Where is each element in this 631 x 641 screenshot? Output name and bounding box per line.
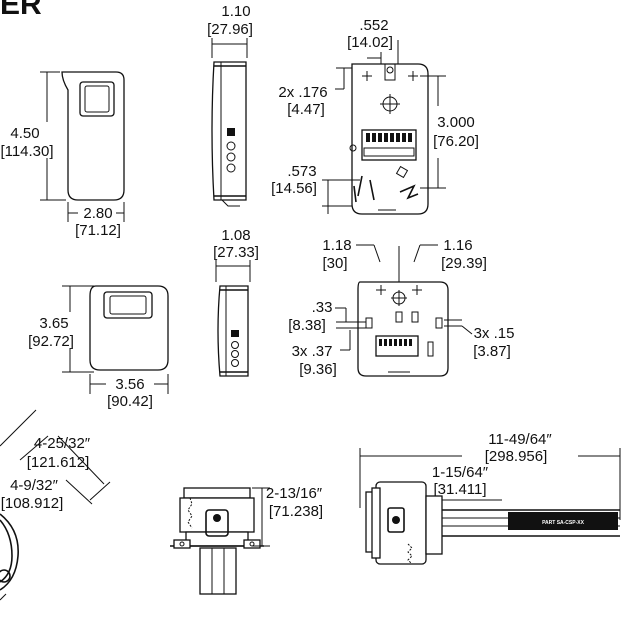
front-large-height-mm: [114.30]	[0, 143, 53, 160]
front-small-height-mm: [92.72]	[28, 333, 74, 350]
probe-length-mm: [298.956]	[485, 448, 548, 465]
front-small-width-mm: [90.42]	[107, 393, 153, 410]
side-large-depth-in: 1.10	[221, 3, 250, 20]
side-large-depth-mm: [27.96]	[207, 21, 253, 38]
side-small-depth-mm: [27.33]	[213, 244, 259, 261]
front-small-width-in: 3.56	[115, 376, 144, 393]
back-large-hole-offset-in: .552	[359, 17, 388, 34]
front-large-height-in: 4.50	[10, 125, 39, 142]
back-large-hole-dia-in: 2x .176	[278, 84, 327, 101]
front-large-width-in: 2.80	[83, 205, 112, 222]
back-small-offset-in: .33	[312, 299, 333, 316]
junction-height-in: 2-13/16″	[266, 485, 323, 502]
front-small-height-in: 3.65	[39, 315, 68, 332]
back-small-offset-mm: [8.38]	[288, 317, 326, 334]
back-small-slot-in: 3x .37	[292, 343, 333, 360]
round-outer-in: 4-25/32″	[34, 435, 91, 452]
probe-flange-mm: [31.411]	[433, 481, 486, 498]
back-large-hole-spacing-in: 3.000	[437, 114, 475, 131]
front-view-small: 3.65 [92.72] 3.56 [90.42]	[28, 285, 169, 410]
back-small-left-mm: [30]	[322, 255, 347, 272]
round-outer-mm: [121.612]	[27, 454, 90, 471]
back-large-hole-dia-mm: [4.47]	[287, 101, 325, 118]
side-view-large: 1.10 [27.96]	[207, 3, 253, 207]
back-large-hole-offset-mm: [14.02]	[347, 34, 393, 51]
back-large-edge-offset-in: .573	[287, 163, 316, 180]
probe-print-label: PART SA-CSP-XX	[542, 520, 585, 526]
front-large-width-mm: [71.12]	[75, 222, 121, 239]
back-small-slot2-in: 3x .15	[474, 325, 515, 342]
back-large-hole-spacing-mm: [76.20]	[433, 133, 479, 150]
back-large-edge-offset-mm: [14.56]	[271, 180, 317, 197]
back-small-left-in: 1.18	[322, 237, 351, 254]
side-small-depth-in: 1.08	[221, 227, 250, 244]
probe-length-in: 11-49/64″	[488, 431, 552, 448]
round-inner-in: 4-9/32″	[10, 477, 59, 494]
duct-probe: 11-49/64″ [298.956] 1-15/64″ [31.411] PA…	[359, 431, 621, 565]
junction-height-mm: [71.238]	[269, 503, 323, 520]
round-view: 4-25/32″ [121.612] 4-9/32″ [108.912]	[0, 409, 111, 601]
back-small-right-mm: [29.39]	[441, 255, 487, 272]
header-title-fragment: ER	[0, 0, 42, 21]
back-small-slot-mm: [9.36]	[299, 361, 337, 378]
back-view-large: .552 [14.02] 2x .176 [4.47]	[271, 17, 479, 215]
front-view-large: 4.50 [114.30] 2.80 [71.12]	[0, 71, 125, 239]
back-view-small: 1.18 [30] 1.16 [29.39] .33 [8.38]	[288, 237, 514, 378]
side-view-small: 1.08 [27.33]	[213, 227, 259, 377]
back-small-right-in: 1.16	[443, 237, 472, 254]
round-inner-mm: [108.912]	[1, 495, 64, 512]
junction-box: 2-13/16″ [71.238]	[170, 485, 323, 595]
probe-flange-in: 1-15/64″	[432, 464, 489, 481]
back-small-slot2-mm: [3.87]	[473, 343, 511, 360]
